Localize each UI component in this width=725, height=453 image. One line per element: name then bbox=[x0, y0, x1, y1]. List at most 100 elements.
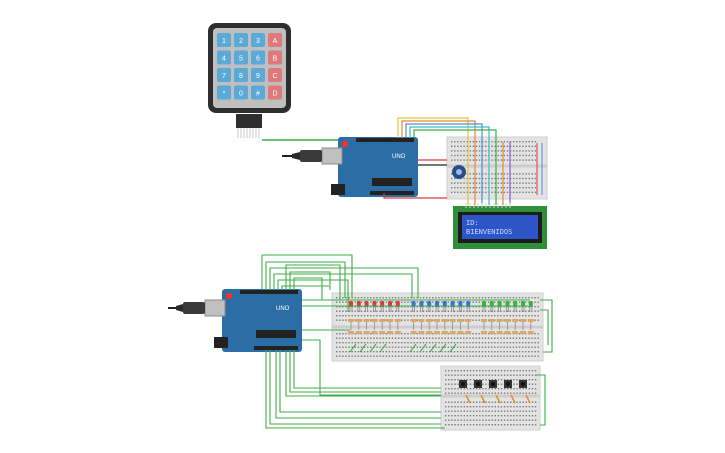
key-8[interactable] bbox=[234, 68, 248, 82]
resistor bbox=[465, 331, 472, 334]
resistor bbox=[527, 331, 534, 334]
key-label: 8 bbox=[239, 73, 243, 80]
top-wires[interactable] bbox=[383, 117, 511, 205]
usb-cable-bottom bbox=[168, 302, 205, 314]
resistor bbox=[496, 319, 503, 322]
resistor bbox=[418, 319, 425, 322]
button-resistors bbox=[465, 394, 531, 404]
resistor bbox=[520, 319, 526, 322]
reset-button-top bbox=[342, 141, 348, 147]
arduino-bottom[interactable]: UNO bbox=[204, 289, 302, 352]
resistor bbox=[426, 331, 433, 334]
key-label: D bbox=[272, 91, 277, 98]
key-A[interactable] bbox=[268, 33, 282, 47]
resistor bbox=[363, 331, 370, 334]
lcd-line-1: ID: bbox=[466, 219, 479, 227]
resistor bbox=[387, 331, 393, 334]
resistor bbox=[504, 331, 511, 334]
resistor bbox=[512, 319, 519, 322]
reset-button-bottom bbox=[226, 293, 232, 299]
keypad-pins bbox=[237, 128, 260, 138]
resistor bbox=[426, 319, 433, 322]
key-label: 9 bbox=[256, 73, 260, 80]
lcd-16x2[interactable]: ID: BIENVENIDOS bbox=[453, 203, 547, 249]
arduino-top[interactable]: UNO bbox=[321, 137, 418, 197]
keypad-connector bbox=[236, 114, 262, 128]
resistor bbox=[348, 319, 354, 322]
push-button-2[interactable] bbox=[474, 380, 482, 388]
resistor bbox=[512, 331, 519, 334]
key-3[interactable] bbox=[251, 33, 265, 47]
potentiometer[interactable] bbox=[452, 165, 466, 179]
push-button-1[interactable] bbox=[459, 380, 467, 388]
resistor bbox=[481, 319, 487, 322]
resistor bbox=[434, 319, 440, 322]
resistor bbox=[488, 331, 495, 334]
power-jack-bottom bbox=[214, 337, 228, 348]
chip-top bbox=[372, 178, 412, 186]
usb-port-bottom bbox=[204, 299, 226, 317]
key-0[interactable] bbox=[234, 85, 248, 100]
resistor bbox=[348, 331, 354, 334]
header-top-digital bbox=[356, 138, 414, 142]
arduino-top-brand: UNO bbox=[392, 154, 406, 160]
bottom-breadboard-buttons[interactable] bbox=[440, 365, 541, 431]
resistor bbox=[520, 331, 526, 334]
key-9[interactable] bbox=[251, 68, 265, 82]
usb-port-top bbox=[321, 147, 343, 165]
push-buttons bbox=[459, 380, 527, 388]
key-label: 0 bbox=[239, 91, 243, 98]
key-6[interactable] bbox=[251, 50, 265, 65]
resistor bbox=[363, 319, 370, 322]
bottom-wires[interactable] bbox=[261, 254, 553, 429]
lcd-line-2: BIENVENIDOS bbox=[466, 228, 512, 236]
resistor bbox=[410, 331, 417, 334]
key-label: # bbox=[256, 91, 260, 98]
resistor bbox=[449, 331, 456, 334]
push-button-5[interactable] bbox=[519, 380, 527, 388]
push-button-4[interactable] bbox=[504, 380, 512, 388]
resistor bbox=[465, 319, 472, 322]
key-7[interactable] bbox=[217, 68, 231, 82]
key-5[interactable] bbox=[234, 50, 248, 65]
resistor bbox=[441, 331, 448, 334]
power-jack-top bbox=[331, 184, 345, 195]
resistor bbox=[449, 319, 456, 322]
key-#[interactable] bbox=[251, 85, 265, 100]
key-1[interactable] bbox=[217, 33, 231, 47]
resistor bbox=[379, 331, 386, 334]
resistor bbox=[496, 331, 503, 334]
header-top-analog bbox=[370, 191, 414, 195]
resistor bbox=[457, 331, 464, 334]
chip-bottom bbox=[256, 330, 296, 338]
key-label: 4 bbox=[222, 56, 226, 63]
resistor bbox=[441, 319, 448, 322]
key-label: B bbox=[273, 56, 278, 63]
resistor bbox=[488, 319, 495, 322]
key-C[interactable] bbox=[268, 68, 282, 82]
arduino-bottom-brand: UNO bbox=[276, 306, 290, 312]
resistor bbox=[379, 319, 386, 322]
key-D[interactable] bbox=[268, 85, 282, 100]
resistor bbox=[527, 319, 534, 322]
key-label: * bbox=[223, 91, 226, 98]
lcd-screen bbox=[462, 215, 538, 239]
key-label: 1 bbox=[222, 38, 226, 45]
key-*[interactable] bbox=[217, 85, 231, 100]
resistor bbox=[457, 319, 464, 322]
lcd-pins bbox=[465, 203, 511, 208]
resistor bbox=[371, 319, 378, 322]
key-label: 3 bbox=[256, 38, 260, 45]
resistor-row bbox=[348, 319, 534, 334]
push-button-3[interactable] bbox=[489, 380, 497, 388]
resistor bbox=[394, 331, 401, 334]
key-2[interactable] bbox=[234, 33, 248, 47]
resistor bbox=[434, 331, 440, 334]
key-B[interactable] bbox=[268, 50, 282, 65]
resistor bbox=[481, 331, 487, 334]
breadboard-jumpers bbox=[349, 343, 457, 353]
key-4[interactable] bbox=[217, 50, 231, 65]
